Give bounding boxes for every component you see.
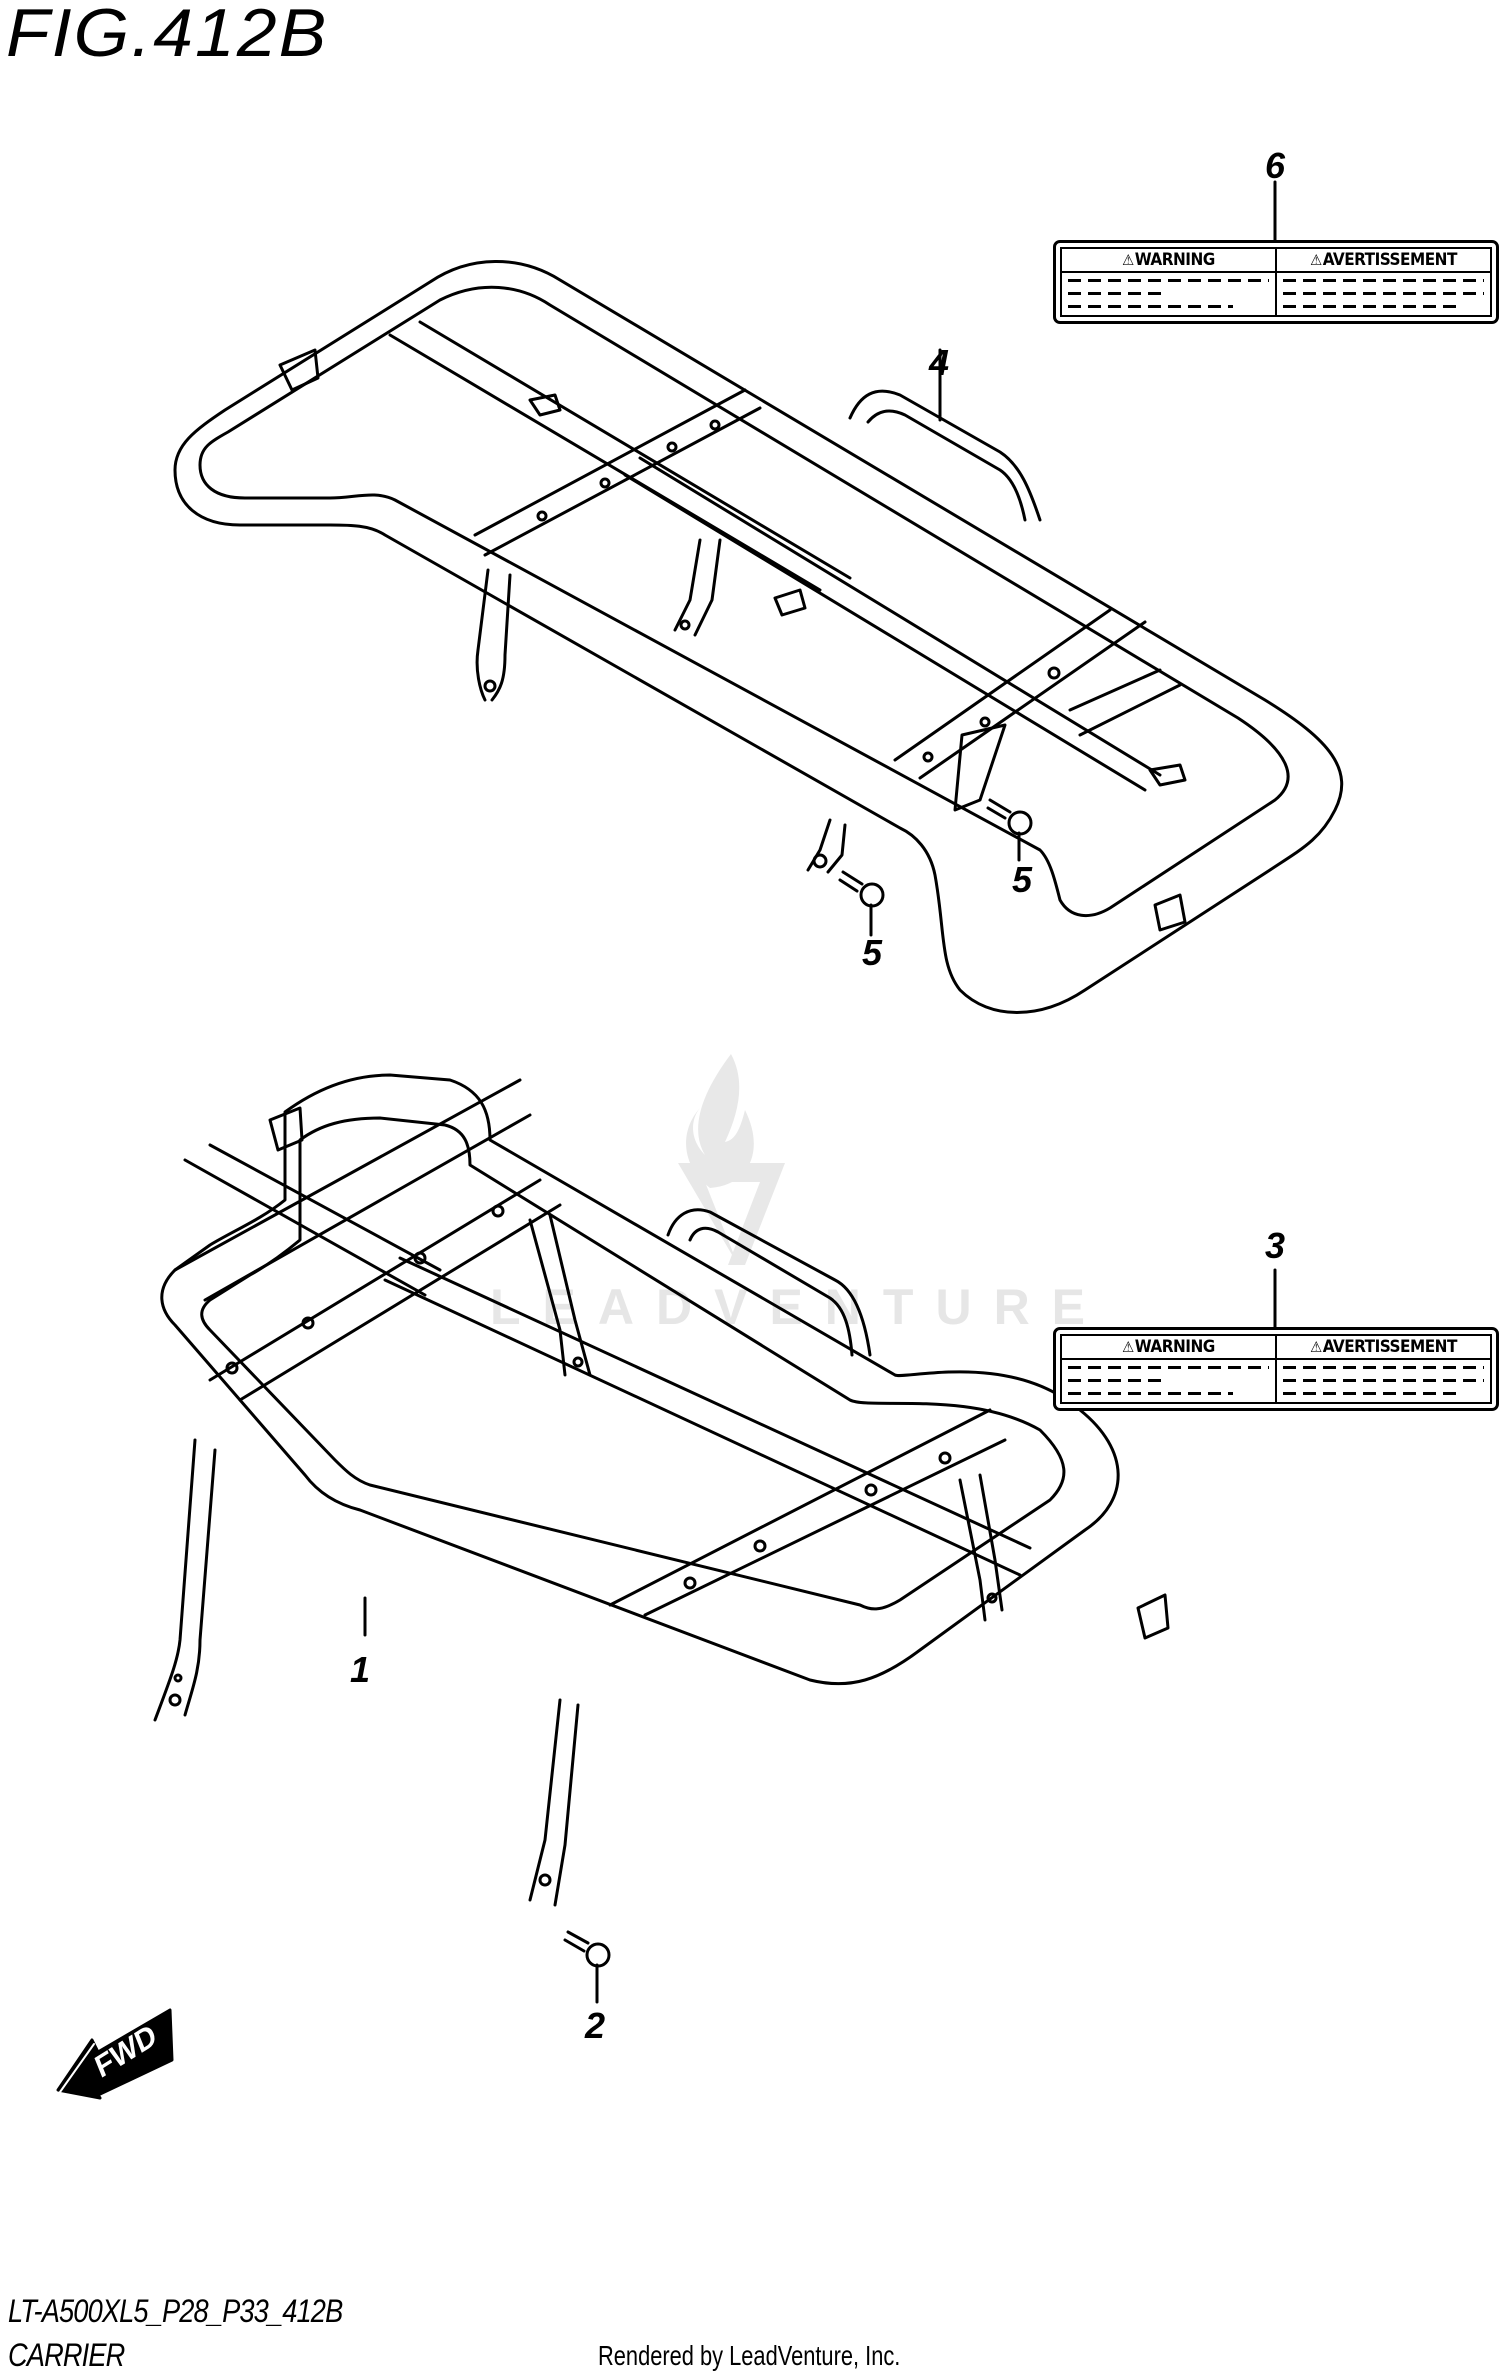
label-heading-text: AVERTISSEMENT — [1322, 250, 1458, 270]
label-column-english: ⚠WARNING — [1062, 249, 1275, 315]
lower-carrier — [153, 1073, 1170, 1907]
callout-5-right[interactable]: 5 — [1012, 859, 1033, 900]
label-heading: ⚠AVERTISSEMENT — [1277, 1336, 1490, 1360]
warning-triangle-icon: ⚠ — [1310, 251, 1322, 269]
callout-2[interactable]: 2 — [585, 2005, 606, 2046]
label-inner: ⚠WARNING ⚠AVERTISSEMENT — [1060, 1334, 1492, 1404]
callout-5-left[interactable]: 5 — [862, 932, 883, 973]
label-heading: ⚠AVERTISSEMENT — [1277, 249, 1490, 273]
watermark-text: LEADVENTURE — [490, 1279, 1108, 1335]
callout-1[interactable]: 1 — [350, 1649, 371, 1690]
fwd-arrow-icon — [56, 2008, 174, 2100]
warning-label-3[interactable]: ⚠WARNING ⚠AVERTISSEMENT — [1053, 1327, 1499, 1411]
label-column-english: ⚠WARNING — [1062, 1336, 1275, 1402]
label-placeholder-lines — [1062, 1360, 1275, 1405]
figure-name: CARRIER — [8, 2337, 125, 2373]
warning-label-6[interactable]: ⚠WARNING ⚠AVERTISSEMENT — [1053, 240, 1499, 324]
label-placeholder-lines — [1277, 273, 1490, 318]
bolt-upper-right — [986, 798, 1033, 862]
label-placeholder-lines — [1277, 1360, 1490, 1405]
figure-title: FIG.412B — [6, 0, 329, 71]
label-heading: ⚠WARNING — [1062, 1336, 1275, 1360]
render-credit: Rendered by LeadVenture, Inc. — [598, 2340, 901, 2371]
upper-carrier — [173, 260, 1344, 1014]
label-heading-text: AVERTISSEMENT — [1322, 1337, 1458, 1357]
callout-6[interactable]: 6 — [1265, 145, 1286, 186]
warning-triangle-icon: ⚠ — [1122, 251, 1134, 269]
label-column-french: ⚠AVERTISSEMENT — [1275, 249, 1490, 315]
warning-triangle-icon: ⚠ — [1310, 1338, 1322, 1356]
label-heading-text: WARNING — [1134, 1337, 1216, 1357]
figure-code: LT-A500XL5_P28_P33_412B — [8, 2293, 343, 2329]
callout-4[interactable]: 4 — [929, 342, 950, 383]
label-heading-text: WARNING — [1134, 250, 1216, 270]
label-column-french: ⚠AVERTISSEMENT — [1275, 1336, 1490, 1402]
label-placeholder-lines — [1062, 273, 1275, 318]
bolt-lower — [563, 1930, 611, 2004]
callout-3[interactable]: 3 — [1265, 1225, 1286, 1266]
warning-triangle-icon: ⚠ — [1122, 1338, 1134, 1356]
label-inner: ⚠WARNING ⚠AVERTISSEMENT — [1060, 247, 1492, 317]
label-heading: ⚠WARNING — [1062, 249, 1275, 273]
bolt-upper-left — [838, 870, 885, 937]
